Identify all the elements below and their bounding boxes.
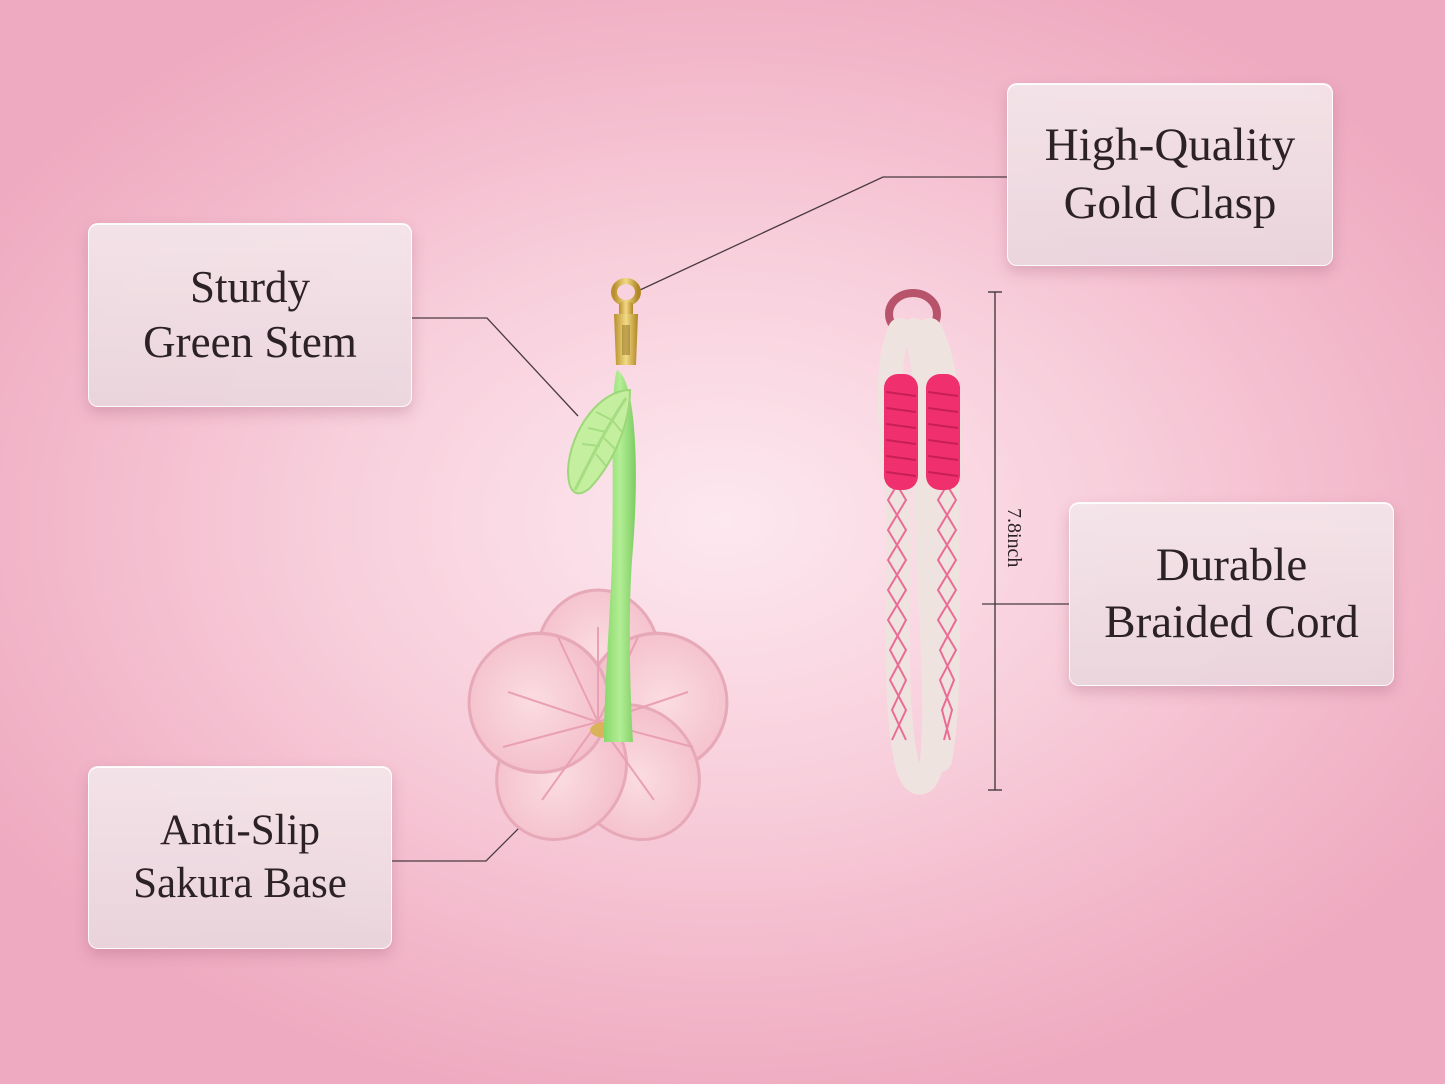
callout-line-1: Durable: [1155, 538, 1308, 591]
braided-cord: [877, 289, 962, 795]
callout-line-1: Sturdy: [189, 262, 310, 313]
callout-line-2: Braided Cord: [1104, 596, 1359, 648]
dimension-label: 7.8inch: [1003, 508, 1025, 568]
dimension-bracket: [988, 291, 1002, 791]
stem-leader-line: [410, 317, 579, 417]
base-leader-line: [390, 816, 531, 862]
callout-line-1: Anti-Slip: [159, 807, 321, 855]
sakura-base: [467, 588, 729, 842]
callout-gold-clasp: High-Quality Gold Clasp: [1007, 83, 1333, 266]
callout-line-2: Green Stem: [143, 317, 357, 367]
leaf-charm: [566, 388, 632, 495]
callout-braided-cord: Durable Braided Cord: [1069, 502, 1394, 686]
leader-lines: [390, 176, 1069, 862]
callout-sakura-base: Anti-Slip Sakura Base: [88, 766, 392, 949]
callout-line-1: High-Quality: [1044, 119, 1296, 172]
gold-clasp: [611, 278, 641, 365]
clasp-leader-line: [639, 176, 1007, 291]
green-stem: [604, 370, 636, 742]
callout-line-2: Sakura Base: [133, 859, 347, 907]
callout-line-2: Gold Clasp: [1063, 176, 1277, 229]
callout-sturdy-green-stem: Sturdy Green Stem: [88, 223, 412, 407]
